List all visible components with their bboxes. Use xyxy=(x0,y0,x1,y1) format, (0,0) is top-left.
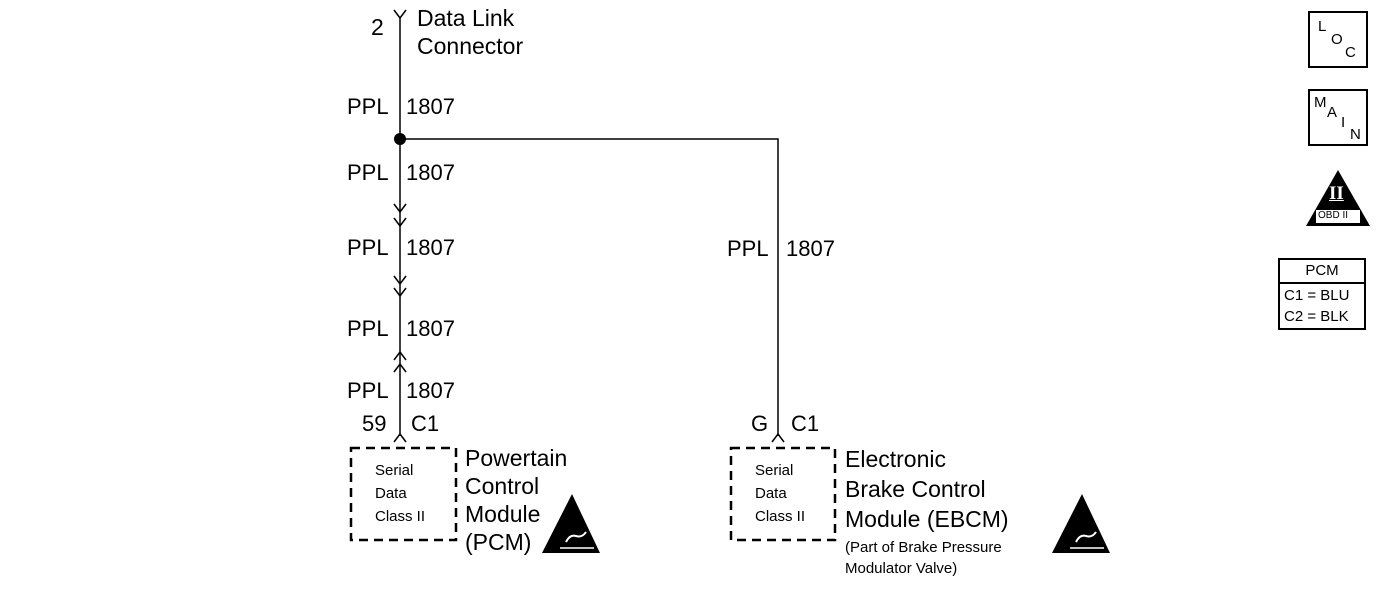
ebcm-inner-line2: Data xyxy=(755,485,787,502)
ebcm-note-line2: Modulator Valve) xyxy=(845,560,958,577)
loc-letter-o: O xyxy=(1331,31,1343,48)
wire-color-label: PPL xyxy=(347,160,389,185)
pcm-module-box xyxy=(349,446,458,542)
wire-circuit-label: 1807 xyxy=(406,378,455,403)
pcm-pin-label: 59 xyxy=(362,411,387,436)
esd-warning-icon xyxy=(542,494,600,553)
main-legend-box: M A I N xyxy=(1308,89,1368,146)
wire-circuit-label: 1807 xyxy=(786,236,835,261)
inline-connector-2 xyxy=(393,275,407,298)
ebcm-pin-label: G xyxy=(751,411,769,436)
ebcm-name-line1: Electronic xyxy=(845,446,946,472)
wire-color-label: PPL xyxy=(727,236,769,261)
dlc-terminal xyxy=(393,9,407,20)
ebcm-pin-terminal xyxy=(771,432,785,443)
main-letter-a: A xyxy=(1327,104,1338,121)
wire-color-label: PPL xyxy=(347,378,389,403)
main-letter-i: I xyxy=(1341,114,1346,131)
pcm-inner-line1: Serial xyxy=(375,462,414,479)
ebcm-inner-line3: Class II xyxy=(755,508,806,525)
wire-color-label: PPL xyxy=(347,94,389,119)
ebcm-name-line3: Module (EBCM) xyxy=(845,506,1009,532)
ebcm-branch-wire xyxy=(400,138,779,436)
dlc-name-line2: Connector xyxy=(417,33,524,59)
pcm-inner-line3: Class II xyxy=(375,508,426,525)
wire-circuit-label: 1807 xyxy=(406,235,455,260)
wire-circuit-label: 1807 xyxy=(406,160,455,185)
obd-ii-icon xyxy=(1306,170,1370,226)
wire-circuit-label: 1807 xyxy=(406,316,455,341)
dlc-pin-label: 2 xyxy=(371,14,384,40)
pcm-table-row2: C2 = BLK xyxy=(1284,308,1349,325)
main-letter-n: N xyxy=(1350,126,1361,143)
inline-connector-1 xyxy=(393,203,407,228)
dlc-name-line1: Data Link xyxy=(417,5,515,31)
pcm-table-row1: C1 = BLU xyxy=(1284,287,1350,304)
loc-legend-box: L O C xyxy=(1308,11,1368,68)
wire-color-label: PPL xyxy=(347,316,389,341)
pcm-name-line3: Module xyxy=(465,501,541,527)
ebcm-module-box xyxy=(729,446,837,542)
pcm-table-header: PCM xyxy=(1305,262,1339,279)
loc-letter-c: C xyxy=(1345,44,1356,61)
obd-ii-numeral: II xyxy=(1329,183,1344,204)
esd-warning-icon xyxy=(1052,494,1110,553)
pcm-pin-terminal xyxy=(393,432,407,443)
ebcm-connector-label: C1 xyxy=(791,411,820,436)
main-letter-m: M xyxy=(1314,94,1327,111)
pcm-inner-line2: Data xyxy=(375,485,407,502)
ebcm-note-line1: (Part of Brake Pressure xyxy=(845,539,1002,556)
wire-color-label: PPL xyxy=(347,235,389,260)
wire-circuit-label: 1807 xyxy=(406,94,455,119)
loc-letter-l: L xyxy=(1318,18,1327,35)
pcm-connector-label: C1 xyxy=(411,411,440,436)
inline-connector-3 xyxy=(393,350,407,373)
pcm-name-line4: (PCM) xyxy=(465,529,532,555)
pcm-table-header-row: PCM xyxy=(1280,260,1364,284)
pcm-name-line1: Powertain xyxy=(465,445,568,471)
ebcm-inner-line1: Serial xyxy=(755,462,794,479)
pcm-connector-table: PCM C1 = BLU C2 = BLK xyxy=(1278,258,1366,330)
obd-ii-label: OBD II xyxy=(1318,210,1349,221)
ebcm-name-line2: Brake Control xyxy=(845,476,986,502)
pcm-name-line2: Control xyxy=(465,473,540,499)
